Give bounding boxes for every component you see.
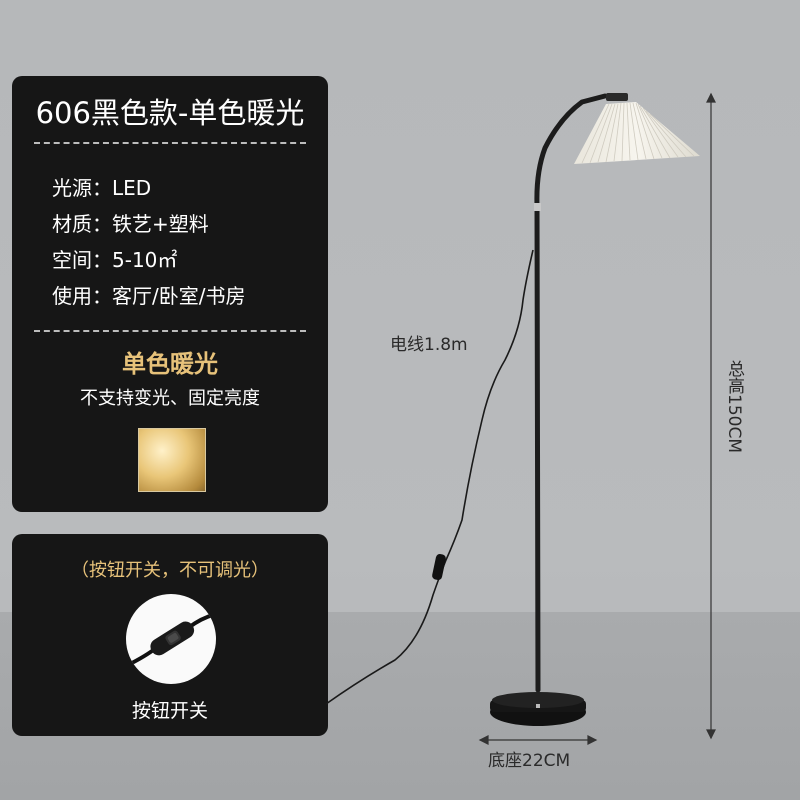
spec-value: LED [112,176,152,200]
spec-value: 铁艺+塑料 [112,212,209,236]
shade-pleats [581,102,695,164]
spec-value: 5-10㎡ [112,248,178,272]
switch-note: （按钮开关，不可调光） [71,560,269,581]
spec-row-material: 材质：铁艺+塑料 [52,208,209,237]
base-size-label: 底座22CM [488,751,571,771]
cord-switch-icon [432,553,446,581]
base-dimension-line [478,735,598,745]
switch-label: 按钮开关 [131,700,208,722]
spec-value: 客厅/卧室/书房 [112,284,246,308]
divider [34,330,306,332]
height-dimension-line [706,92,716,740]
spec-label: 材质： [52,212,112,236]
spec-label: 光源： [52,176,112,200]
divider [34,142,306,144]
light-mode-title: 单色暖光 [122,350,218,378]
light-mode-description: 不支持变光、固定亮度 [80,388,260,409]
power-cord [325,249,534,705]
product-title: 606黑色款-单色暖光 [35,96,305,130]
pleated-lampshade [574,102,700,164]
pole-joint [534,203,541,211]
cord-length-label: 电线1.8m [390,335,468,355]
warm-light-swatch [138,428,206,492]
total-height-label: 总高150CM [724,360,744,453]
shade-holder [606,93,628,101]
spec-row-space: 空间：5-10㎡ [52,244,177,273]
spec-row-usage: 使用：客厅/卧室/书房 [52,280,245,309]
spec-label: 空间： [52,248,112,272]
lamp-pole [534,93,608,693]
spec-row-light-source: 光源：LED [52,172,151,201]
product-info-panel: 606黑色款-单色暖光 光源：LED 材质：铁艺+塑料 空间：5-10㎡ 使用：… [12,76,328,512]
spec-label: 使用： [52,284,112,308]
switch-info-panel: （按钮开关，不可调光） 按钮开关 [12,534,328,736]
